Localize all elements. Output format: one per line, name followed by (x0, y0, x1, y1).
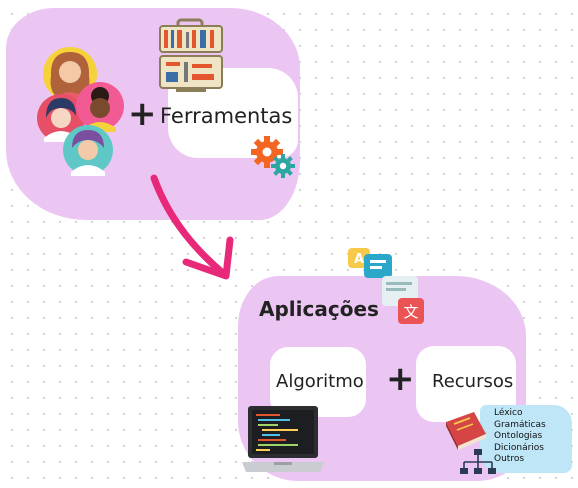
svg-text:文: 文 (403, 303, 418, 321)
resources-label: Recursos (432, 371, 514, 392)
hierarchy-icon (458, 448, 498, 478)
algorithm-label: Algoritmo (276, 371, 364, 392)
book-icon (440, 408, 490, 452)
tools-label: Ferramentas (160, 104, 293, 128)
resource-item: Ontologias (494, 431, 543, 441)
applications-title: Aplicações (259, 297, 379, 321)
resource-item: Outros (494, 454, 525, 464)
algorithm-card (270, 347, 366, 417)
resource-item: Gramáticas (494, 419, 546, 430)
resource-item: Léxico (494, 408, 523, 418)
resources-list: Léxico Gramáticas Ontologias Dicionários… (494, 408, 574, 466)
svg-text:A: A (354, 252, 364, 267)
gears-icon (250, 136, 296, 178)
people-group-icon (36, 46, 128, 178)
flow-arrow (140, 170, 240, 290)
plus-sign-bottom: + (386, 359, 415, 399)
translation-bubbles-icon: A 文 (344, 246, 428, 326)
toolbox-icon (156, 18, 226, 94)
resource-item: Dicionários (494, 442, 545, 453)
resources-banner (480, 405, 572, 473)
plus-sign-top: + (128, 94, 157, 134)
laptop-code-icon (240, 404, 326, 476)
